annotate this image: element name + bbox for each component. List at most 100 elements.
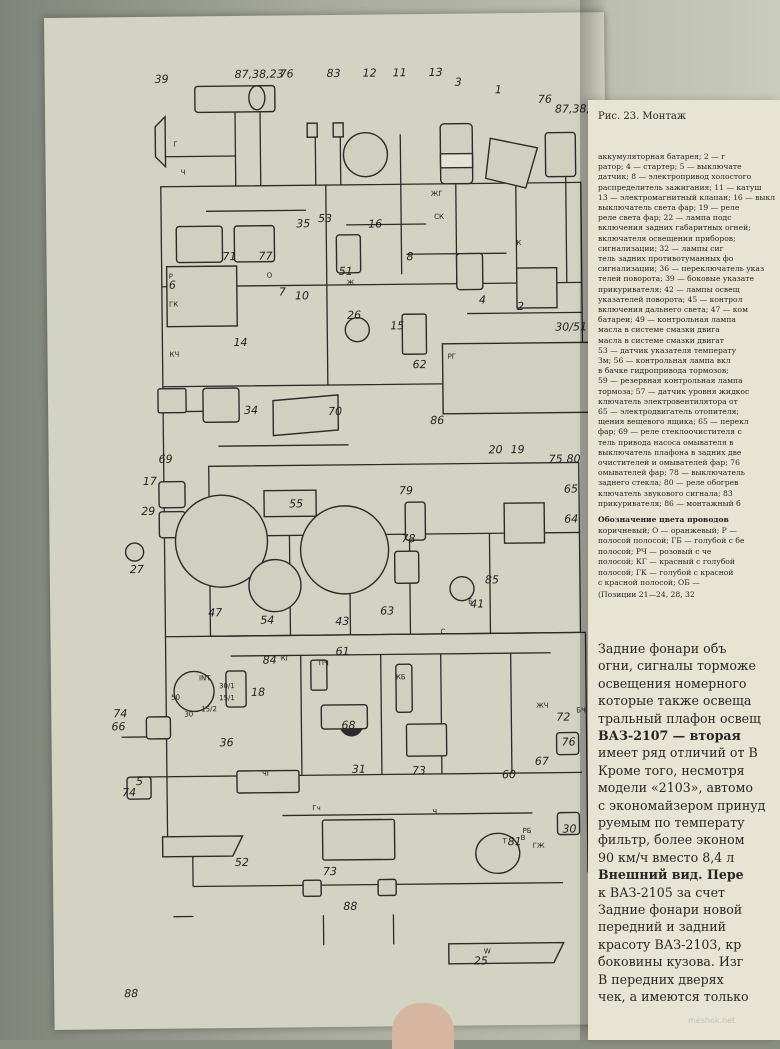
component-number: 3 [455, 76, 462, 89]
diagram-labels: 3987,38,237683121113317687,38,2371773553… [44, 12, 615, 1030]
body-line: Внешний вид. Пере [598, 866, 744, 884]
component-number: 70 [328, 405, 342, 418]
component-number: 13 [429, 66, 443, 79]
wire-color-label: Гч [312, 804, 320, 812]
wire-color-label: 15/1 [219, 694, 235, 702]
caption-line: фар; 69 — реле стеклоочистителя с [598, 427, 742, 437]
caption-line: тормоза; 57 — датчик уровня жидкос [598, 387, 749, 397]
caption-line: выключатель света фар; 19 — реле [598, 203, 739, 213]
component-number: 76 [538, 93, 552, 106]
component-number: 19 [510, 443, 524, 456]
component-number: 31 [352, 763, 366, 776]
caption-line: выключатель плафона в задних две [598, 448, 741, 458]
caption-line: очистителей и омывателей фар; 76 [598, 458, 740, 468]
caption-line: 53 — датчик указателя температу [598, 346, 736, 356]
component-number: 83 [327, 67, 341, 80]
component-number: 39 [155, 73, 169, 86]
component-number: 2 [517, 300, 524, 313]
body-line: к ВАЗ-2105 за счет [598, 884, 725, 902]
component-number: 85 [485, 573, 499, 586]
caption-line: ключатель звукового сигнала; 83 [598, 489, 733, 499]
component-number: 25 [474, 954, 488, 967]
wire-color-label: 50 [171, 694, 180, 702]
component-number: 11 [393, 66, 407, 79]
wire-color-label: ГЖ [533, 842, 545, 850]
color-legend-line: коричневый; О — оранжевый; Р — [598, 526, 737, 536]
component-number: 16 [368, 217, 382, 230]
component-number: 77 [258, 250, 272, 263]
wire-color-label: Б [468, 598, 473, 606]
body-line: передний и задний [598, 918, 726, 936]
caption-line: щения вещевого ящика; 65 — перекл [598, 417, 749, 427]
wire-color-label: О [267, 272, 273, 280]
fingertip [392, 1003, 454, 1049]
component-number: 18 [251, 686, 265, 699]
component-number: 64 [564, 512, 578, 525]
component-number: 27 [130, 563, 144, 576]
component-number: 78 [401, 532, 415, 545]
component-number: 74 [113, 707, 127, 720]
caption-line: указателей поворота; 45 — контрол [598, 295, 742, 305]
caption-line: Зм; 56 — контрольная лампа вкл [598, 356, 731, 366]
component-number: 88 [343, 900, 357, 913]
positions-note: (Позиции 21—24, 28, 32 [598, 590, 695, 600]
body-line: модели «2103», автомо [598, 779, 753, 797]
component-number: 35 [296, 217, 310, 230]
component-number: 36 [220, 736, 234, 749]
color-legend-line: полосой; КГ — красный с голубой [598, 557, 735, 567]
wire-color-label: КБ [396, 673, 406, 681]
caption-line: аккумуляторная батарея; 2 — г [598, 152, 725, 162]
wire-color-label: РБ [522, 827, 531, 835]
wire-color-label: КГ [281, 654, 290, 662]
wire-color-label: СК [434, 213, 444, 221]
caption-line: 13 — электромагнитный клапан; 16 — выкл [598, 193, 775, 203]
caption-line: включателя освещения приборов; [598, 234, 736, 244]
body-line: огни, сигналы торможе [598, 657, 756, 675]
caption-line: включения дальнего света; 47 — ком [598, 305, 748, 315]
component-number: 60 [502, 768, 516, 781]
wire-color-label: INT [199, 674, 211, 682]
wire-color-label: ЖГ [431, 190, 443, 198]
component-number: 72 [556, 711, 570, 724]
body-line: с экономайзером принуд [598, 797, 765, 815]
caption-line: включения задних габаритных огней; [598, 223, 751, 233]
caption-line: заднего стекла; 80 — реле обогрев [598, 478, 738, 488]
wire-color-label: ЧГ [262, 770, 271, 778]
component-number: 75 [549, 453, 563, 466]
component-number: 74 [122, 786, 136, 799]
component-number: 71 [222, 250, 236, 263]
caption-line: сигнализации; 36 — переключатель указ [598, 264, 764, 274]
component-number: 8 [406, 250, 413, 263]
component-number: 17 [143, 475, 157, 488]
component-number: 65 [564, 482, 578, 495]
caption-line: 59 — резервная контрольная лампа [598, 376, 743, 386]
component-number: 52 [235, 856, 249, 869]
wire-color-label: Г [173, 141, 177, 149]
component-number: 29 [141, 505, 155, 518]
component-number: 63 [380, 604, 394, 617]
body-line: чек, а имеются только [598, 988, 749, 1006]
body-line: В передних дверях [598, 971, 724, 989]
wire-color-label: Ч [181, 169, 186, 177]
component-number: 69 [159, 453, 173, 466]
caption-line: тель привода насоса омывателя в [598, 438, 733, 448]
body-line: Кроме того, несмотря [598, 762, 745, 780]
component-number: 68 [341, 719, 355, 732]
body-line: Задние фонари объ [598, 640, 726, 658]
component-number: 15 [390, 319, 404, 332]
caption-line: тель задних противотуманных фо [598, 254, 733, 264]
component-number: 26 [347, 309, 361, 322]
caption-line: реле света фар; 22 — лампа подс [598, 213, 731, 223]
component-number: 79 [399, 484, 413, 497]
color-legend-line: полосой; РЧ — розовый с че [598, 547, 711, 557]
wire-color-label: B [521, 834, 526, 842]
body-line: имеет ряд отличий от В [598, 744, 758, 762]
wire-color-label: ГК [169, 301, 178, 309]
component-number: 87,38,23 [235, 67, 284, 81]
component-number: 53 [318, 212, 332, 225]
wire-color-label: 15/2 [201, 705, 217, 713]
component-number: 81 [508, 835, 522, 848]
body-line: которые также освеща [598, 692, 751, 710]
component-number: 4 [479, 293, 486, 306]
component-number: 5 [136, 775, 143, 788]
